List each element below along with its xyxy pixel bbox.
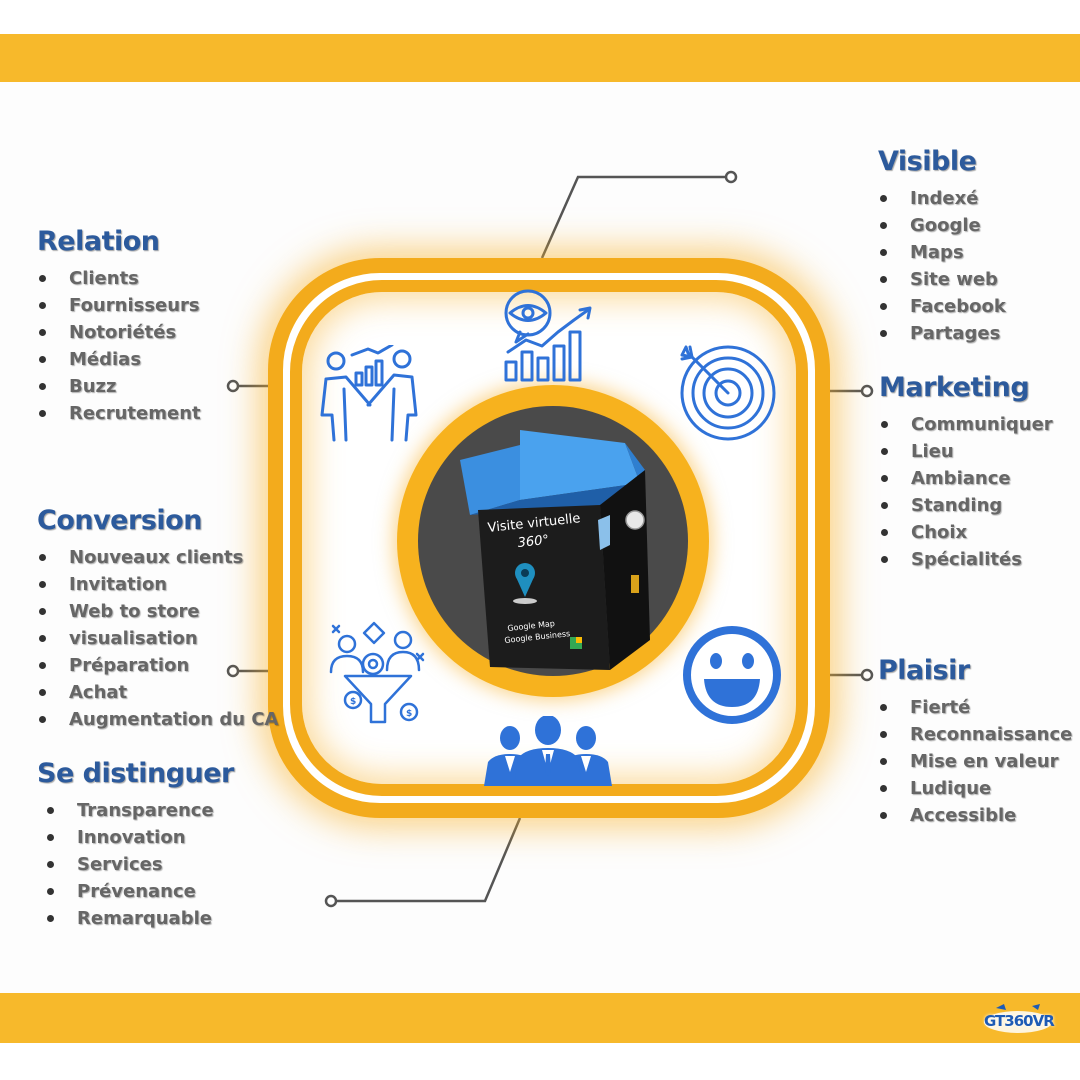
list-item: Services [37, 851, 234, 878]
list-item: Préparation [37, 652, 279, 679]
list-item: Facebook [878, 293, 1006, 320]
list-item: Fierté [878, 694, 1072, 721]
list-item: visualisation [37, 625, 279, 652]
list-item: Transparence [37, 797, 234, 824]
list-item: Prévenance [37, 878, 234, 905]
list-item: Communiquer [879, 411, 1053, 438]
list-item: Partages [878, 320, 1006, 347]
list-item: Recrutement [37, 400, 201, 427]
section-title-relation: Relation [37, 226, 160, 257]
inner-rounded-frame [290, 280, 808, 796]
section-conversion: Conversion Nouveaux clients Invitation W… [37, 505, 279, 733]
bottom-accent-band [0, 993, 1080, 1043]
list-item: Augmentation du CA [37, 706, 279, 733]
list-item: Médias [37, 346, 201, 373]
list-item: Innovation [37, 824, 234, 851]
section-title-visible: Visible [878, 146, 977, 177]
smiley-icon [683, 626, 781, 724]
section-title-conversion: Conversion [37, 505, 202, 536]
list-item: Nouveaux clients [37, 544, 279, 571]
list-item: Fournisseurs [37, 292, 201, 319]
list-item: Invitation [37, 571, 279, 598]
list-item: Achat [37, 679, 279, 706]
list-item: Lieu [879, 438, 1053, 465]
connector-dot-plaisir [860, 668, 874, 682]
list-item: Mise en valeur [878, 748, 1072, 775]
svg-text:$: $ [350, 697, 356, 707]
section-visible: Visible Indexé Google Maps Site web Face… [878, 146, 1006, 347]
section-marketing: Marketing Communiquer Lieu Ambiance Stan… [879, 372, 1053, 573]
list-item: Accessible [878, 802, 1072, 829]
target-icon [680, 345, 776, 441]
list-item: Reconnaissance [878, 721, 1072, 748]
team-icon [484, 716, 612, 786]
list-item: Choix [879, 519, 1053, 546]
list-item: Clients [37, 265, 201, 292]
eye-chart-icon [504, 289, 592, 382]
list-item: Spécialités [879, 546, 1053, 573]
section-relation: Relation Clients Fournisseurs Notoriétés… [37, 226, 201, 427]
top-accent-band [0, 34, 1080, 82]
section-title-se-distinguer: Se distinguer [37, 758, 234, 789]
connector-dot-marketing [860, 384, 874, 398]
list-item: Ambiance [879, 465, 1053, 492]
svg-text:$: $ [406, 709, 412, 719]
brand-logo-text: GT360VR [984, 1012, 1055, 1030]
list-item: Site web [878, 266, 1006, 293]
section-se-distinguer: Se distinguer Transparence Innovation Se… [37, 758, 234, 932]
list-item: Indexé [878, 185, 1006, 212]
section-plaisir: Plaisir Fierté Reconnaissance Mise en va… [878, 655, 1072, 829]
list-item: Maps [878, 239, 1006, 266]
list-item: Notoriétés [37, 319, 201, 346]
list-item: Google [878, 212, 1006, 239]
connector-distinguer [336, 817, 522, 903]
section-title-marketing: Marketing [879, 372, 1030, 403]
funnel-icon: $ $ [329, 621, 425, 724]
list-item: Ludique [878, 775, 1072, 802]
list-item: Buzz [37, 373, 201, 400]
handshake-icon [320, 345, 418, 442]
section-title-plaisir: Plaisir [878, 655, 970, 686]
connector-dot-visible [724, 170, 738, 184]
list-item: Standing [879, 492, 1053, 519]
connector-dot-distinguer [324, 894, 338, 908]
list-item: Remarquable [37, 905, 234, 932]
brand-logo [984, 1004, 1052, 1033]
connector-visible [540, 175, 726, 259]
list-item: Web to store [37, 598, 279, 625]
product-box-image [460, 430, 650, 670]
connector-dot-relation [226, 379, 240, 393]
connector-dot-conversion [226, 664, 240, 678]
